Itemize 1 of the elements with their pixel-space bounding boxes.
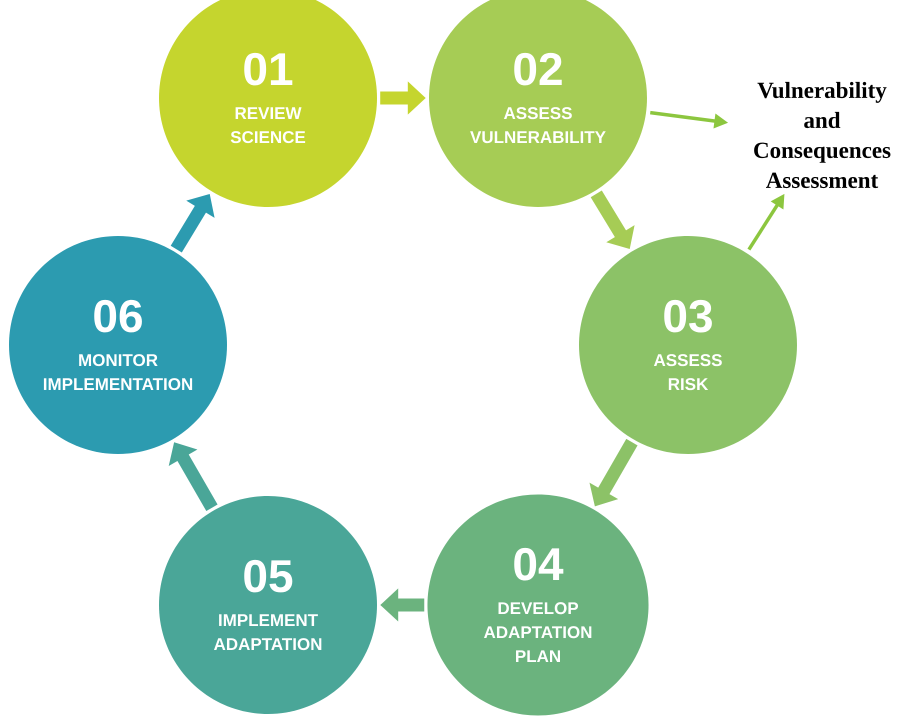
outcome-text: Vulnerability and Consequences Assessment: [754, 82, 890, 188]
